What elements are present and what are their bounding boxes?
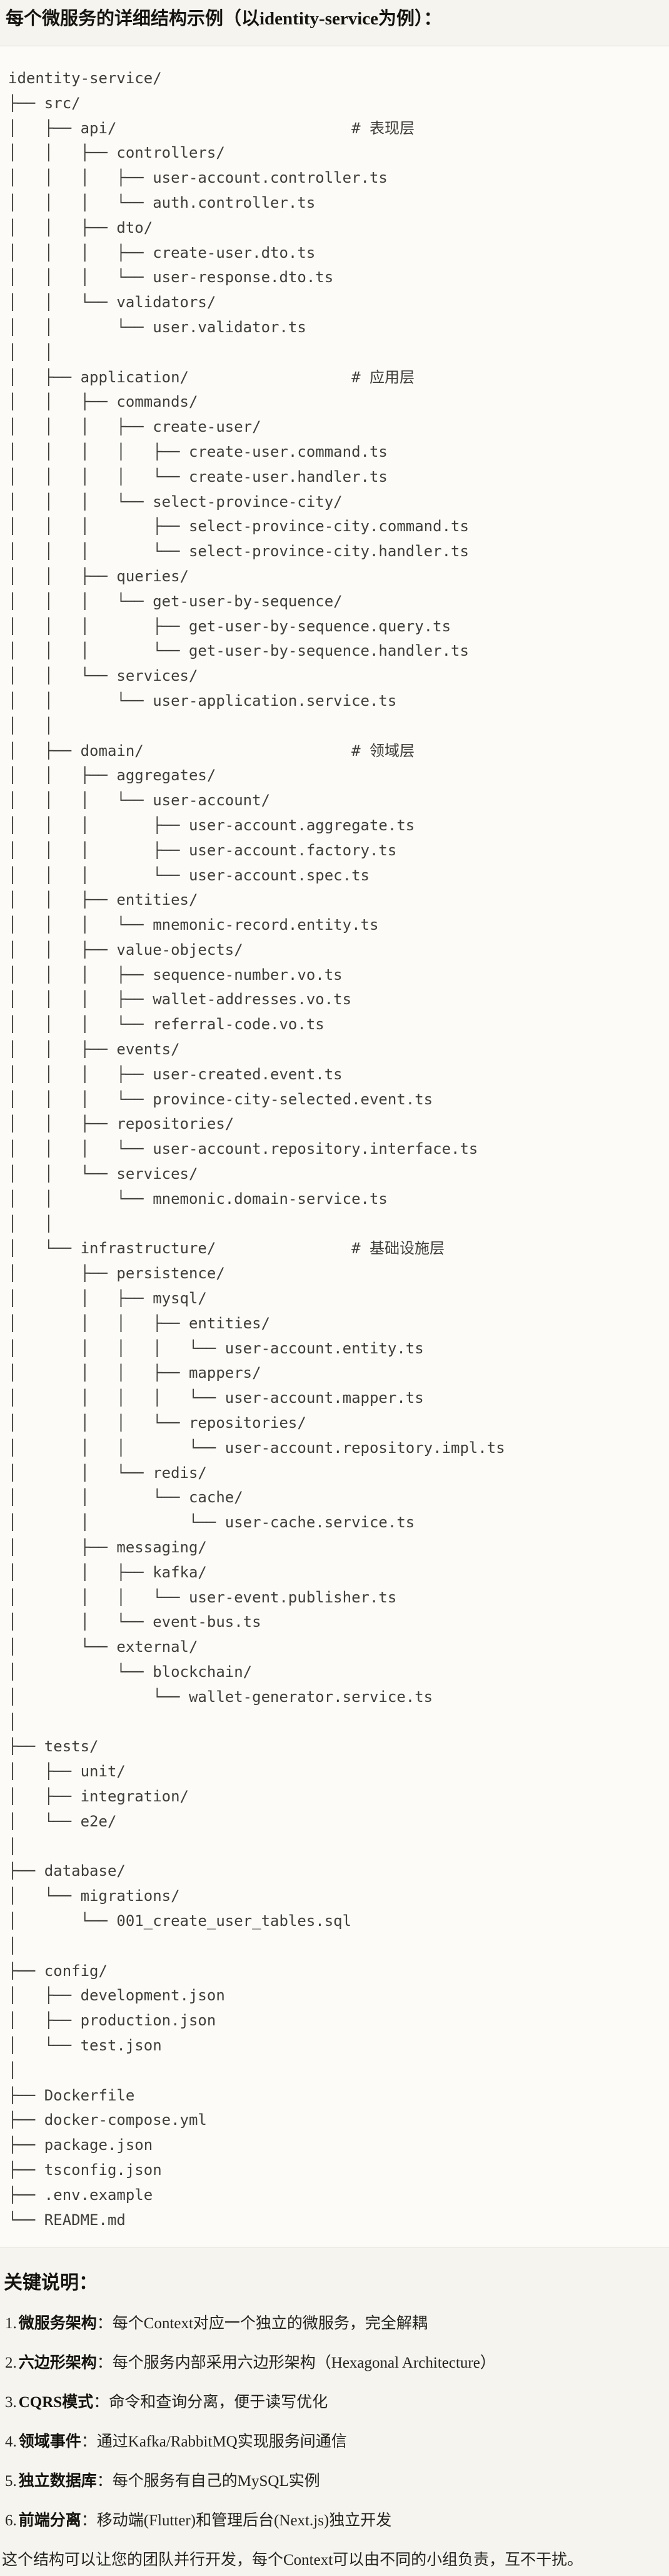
directory-tree: identity-service/ ├── src/ │ ├── api/ # … — [8, 69, 505, 2229]
note-number: 6. — [5, 2512, 17, 2530]
note-term: CQRS模式 — [18, 2394, 94, 2411]
note-text: ：通过Kafka/RabbitMQ实现服务间通信 — [81, 2433, 347, 2451]
notes-heading: 关键说明： — [4, 2273, 98, 2294]
note-text: ：每个服务内部采用六边形架构（Hexagonal Architecture） — [96, 2355, 496, 2372]
note-term: 独立数据库 — [18, 2473, 97, 2490]
page-title: 每个微服务的详细结构示例（以identity-service为例）： — [6, 9, 442, 29]
note-term: 微服务架构 — [18, 2315, 97, 2333]
note-item-hexagonal: 2.六边形架构：每个服务内部采用六边形架构（Hexagonal Architec… — [5, 2353, 660, 2373]
note-text: ：每个Context对应一个独立的微服务，完全解耦 — [96, 2315, 428, 2333]
note-item-frontend: 6.前端分离：移动端(Flutter)和管理后台(Next.js)独立开发 — [5, 2510, 660, 2531]
notes-list: 1.微服务架构：每个Context对应一个独立的微服务，完全解耦 2.六边形架构… — [0, 2313, 669, 2531]
closing-paragraph: 这个结构可以让您的团队并行开发，每个Context可以由不同的小组负责，互不干扰… — [2, 2552, 583, 2569]
note-term: 领域事件 — [18, 2433, 81, 2451]
note-item-microservice: 1.微服务架构：每个Context对应一个独立的微服务，完全解耦 — [5, 2313, 660, 2334]
note-term: 前端分离 — [18, 2512, 81, 2530]
note-item-cqrs: 3.CQRS模式：命令和查询分离，便于读写优化 — [5, 2392, 660, 2413]
note-item-domain-events: 4.领域事件：通过Kafka/RabbitMQ实现服务间通信 — [5, 2431, 660, 2452]
note-text: ：每个服务有自己的MySQL实例 — [96, 2473, 320, 2490]
note-term: 六边形架构 — [18, 2355, 97, 2372]
code-block-directory-tree: identity-service/ ├── src/ │ ├── api/ # … — [0, 46, 669, 2249]
note-number: 4. — [5, 2433, 17, 2451]
note-number: 3. — [5, 2394, 17, 2411]
note-text: ：命令和查询分离，便于读写优化 — [93, 2394, 328, 2411]
note-number: 2. — [5, 2355, 17, 2372]
note-item-database: 5.独立数据库：每个服务有自己的MySQL实例 — [5, 2471, 660, 2492]
note-number: 1. — [5, 2315, 17, 2333]
note-number: 5. — [5, 2473, 17, 2490]
note-text: ：移动端(Flutter)和管理后台(Next.js)独立开发 — [81, 2512, 392, 2530]
